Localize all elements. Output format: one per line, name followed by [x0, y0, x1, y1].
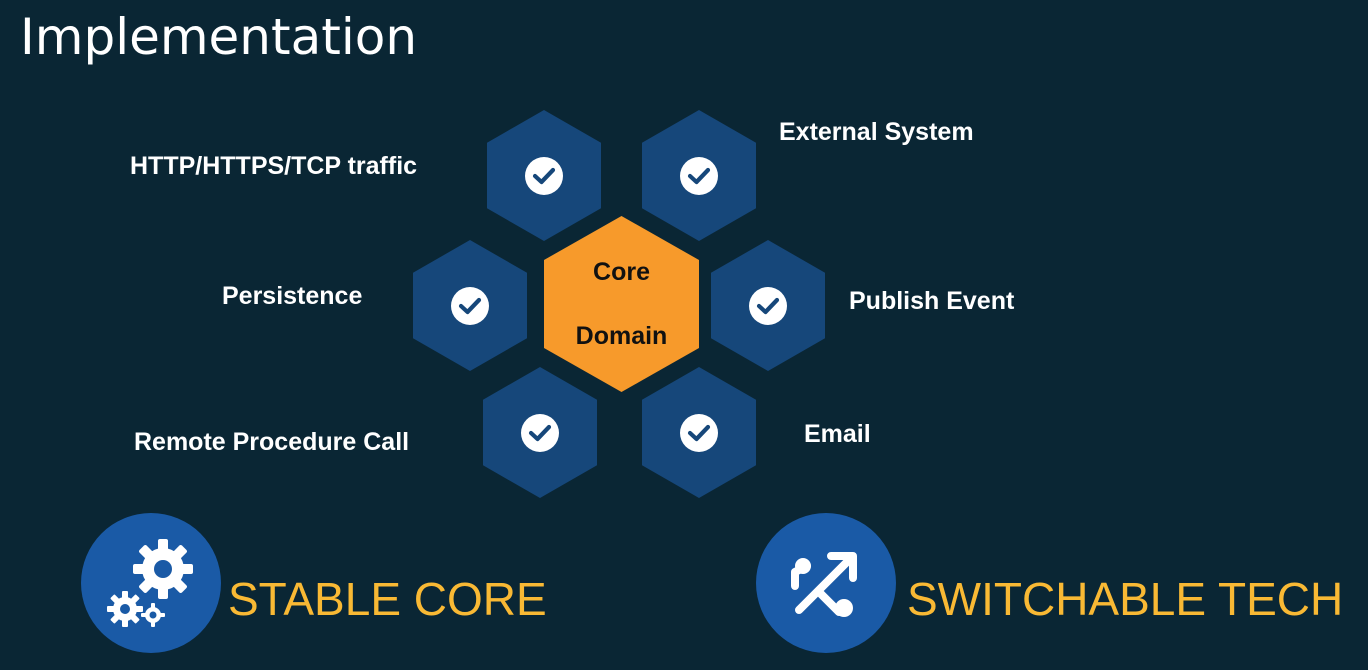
core-domain-hex: Core Domain — [544, 216, 699, 392]
check-icon — [680, 413, 718, 452]
label-external-system: External System — [779, 118, 974, 146]
label-persistence: Persistence — [222, 282, 363, 310]
label-email: Email — [804, 420, 871, 448]
label-rpc: Remote Procedure Call — [134, 428, 410, 456]
check-icon — [521, 413, 559, 452]
gears-icon — [107, 539, 193, 627]
check-icon — [680, 156, 718, 195]
core-label-line1: Core — [593, 258, 650, 286]
label-http: HTTP/HTTPS/TCP traffic — [130, 152, 418, 180]
core-label-line2: Domain — [575, 322, 668, 350]
switchable-tech-label: SWITCHABLE TECH — [907, 573, 1344, 625]
label-publish-event: Publish Event — [849, 287, 1015, 315]
hex-external-system — [642, 110, 756, 241]
check-icon — [451, 286, 489, 325]
hex-persistence — [413, 240, 527, 371]
hex-publish-event — [711, 240, 825, 371]
switch-arrows-icon — [791, 552, 857, 617]
hex-http — [487, 110, 601, 241]
hex-rpc — [483, 367, 597, 498]
check-icon — [525, 156, 563, 195]
page-title: Implementation — [20, 8, 418, 66]
hex-email — [642, 367, 756, 498]
stable-core-label: STABLE CORE — [228, 573, 547, 625]
check-icon — [749, 286, 787, 325]
stable-core-badge — [81, 513, 221, 653]
switchable-tech-badge — [756, 513, 896, 653]
